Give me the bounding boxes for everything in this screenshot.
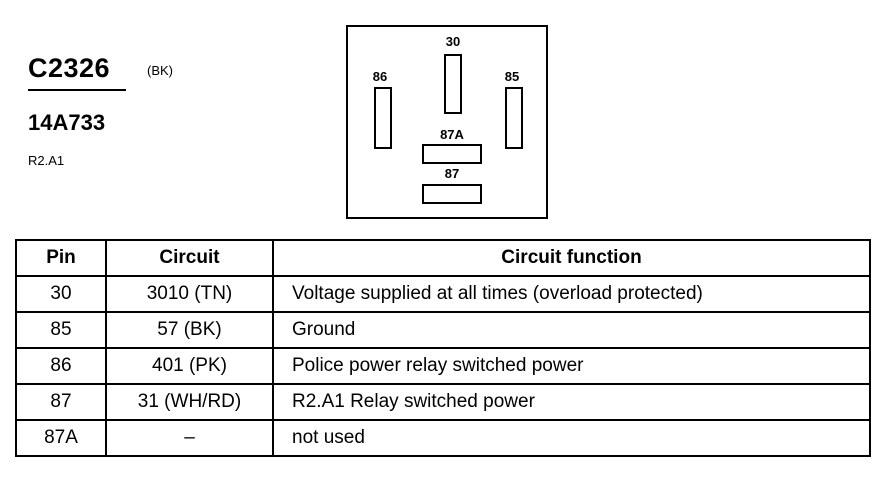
- table-row: 85 57 (BK) Ground: [15, 311, 871, 349]
- pin-label-86: 86: [372, 69, 388, 84]
- cell-circuit: 3010 (TN): [105, 275, 274, 313]
- header-circuit-function: Circuit function: [272, 239, 871, 277]
- table-row: 30 3010 (TN) Voltage supplied at all tim…: [15, 275, 871, 313]
- location-code: R2.A1: [28, 153, 65, 168]
- connector-id: C2326: [28, 53, 111, 83]
- cell-circuit: 401 (PK): [105, 347, 274, 385]
- cell-function: Voltage supplied at all times (overload …: [272, 275, 871, 313]
- header-circuit: Circuit: [105, 239, 274, 277]
- pin-slot-85: [505, 87, 523, 149]
- cell-circuit: 57 (BK): [105, 311, 274, 349]
- table-row: 86 401 (PK) Police power relay switched …: [15, 347, 871, 385]
- connector-id-underline: [28, 89, 126, 91]
- connector-face-diagram: 30 86 85 87A 87: [346, 25, 548, 219]
- table-row: 87A – not used: [15, 419, 871, 457]
- table-row: 87 31 (WH/RD) R2.A1 Relay switched power: [15, 383, 871, 421]
- cell-pin: 87A: [15, 419, 107, 457]
- part-number: 14A733: [28, 110, 106, 135]
- cell-pin: 86: [15, 347, 107, 385]
- table-header-row: Pin Circuit Circuit function: [15, 239, 871, 277]
- connector-color: (BK): [147, 63, 173, 78]
- pin-label-87: 87: [444, 166, 460, 181]
- cell-circuit: –: [105, 419, 274, 457]
- cell-pin: 87: [15, 383, 107, 421]
- cell-function: Ground: [272, 311, 871, 349]
- pin-label-87a: 87A: [440, 127, 464, 142]
- cell-function: not used: [272, 419, 871, 457]
- header-pin: Pin: [15, 239, 107, 277]
- cell-function: R2.A1 Relay switched power: [272, 383, 871, 421]
- pin-label-30: 30: [445, 34, 461, 49]
- cell-pin: 30: [15, 275, 107, 313]
- pin-slot-86: [374, 87, 392, 149]
- cell-pin: 85: [15, 311, 107, 349]
- cell-circuit: 31 (WH/RD): [105, 383, 274, 421]
- pin-slot-30: [444, 54, 462, 114]
- pin-slot-87a: [422, 144, 482, 164]
- pin-slot-87: [422, 184, 482, 204]
- cell-function: Police power relay switched power: [272, 347, 871, 385]
- pin-circuit-table: Pin Circuit Circuit function 30 3010 (TN…: [15, 239, 871, 457]
- pin-label-85: 85: [504, 69, 520, 84]
